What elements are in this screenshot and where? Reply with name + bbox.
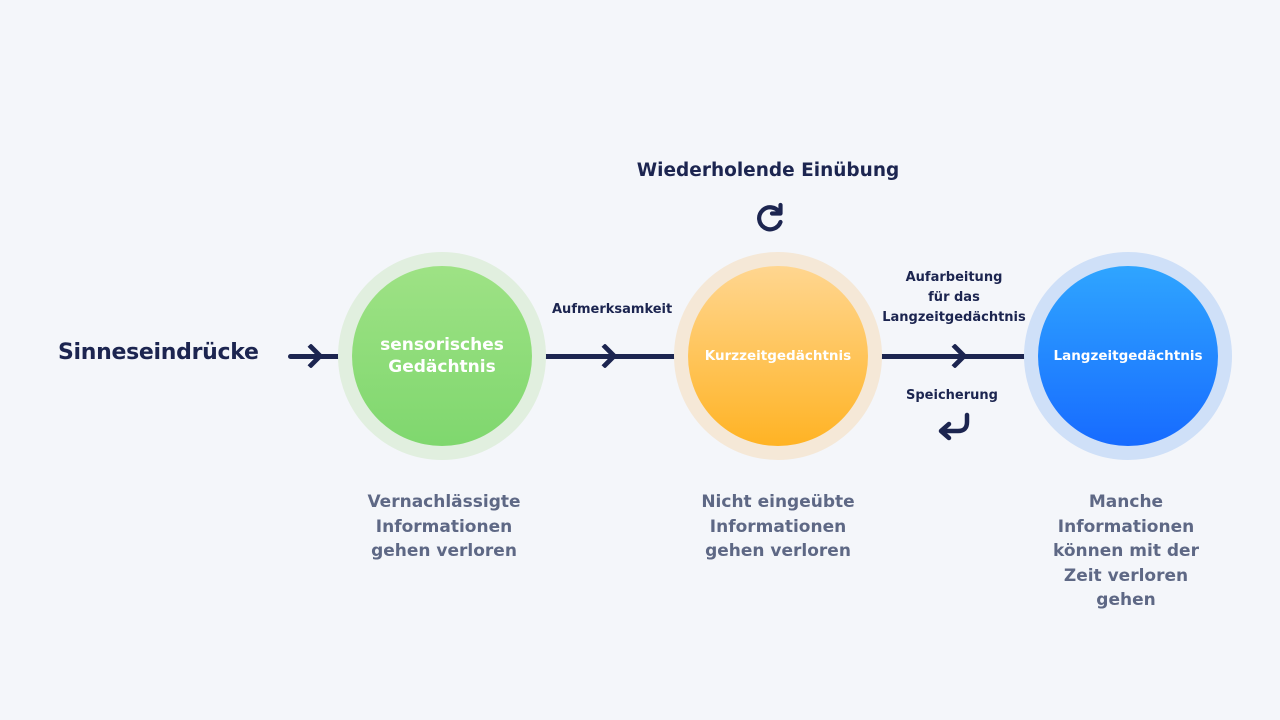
arrow-right-icon (592, 343, 618, 369)
sensory-memory-label-line1: sensorisches (380, 335, 504, 355)
encoding-label-line: Langzeitgedächtnis (882, 310, 1026, 325)
short-term-loss-note: Nicht eingeübte Informationen gehen verl… (668, 490, 888, 564)
encoding-label-line: für das (928, 290, 980, 305)
long-term-memory-circle: Langzeitgedächtnis (1038, 266, 1218, 446)
arrow-right-icon (942, 343, 968, 369)
encoding-label-line: Aufarbeitung (905, 270, 1003, 285)
arrow-right-icon (298, 343, 324, 369)
attention-label: Aufmerksamkeit (552, 302, 673, 317)
short-term-loss-note-line: Nicht eingeübte (701, 492, 855, 512)
sensory-loss-note-line: Informationen (375, 516, 513, 537)
long-term-loss-note-line: Zeit verloren (1063, 565, 1189, 586)
long-term-loss-note-line: können mit der (1053, 541, 1199, 561)
short-term-memory-label: Kurzzeitgedächtnis (704, 348, 852, 364)
short-term-loss-note-line: gehen verloren (705, 541, 851, 561)
long-term-loss-note-line: Manche (1088, 492, 1164, 512)
sensory-loss-note-line: gehen verloren (371, 541, 517, 561)
input-label: Sinneseindrücke (58, 340, 259, 365)
long-term-memory-label: Langzeitgedächtnis (1053, 348, 1203, 364)
retrieval-label: Speicherung (906, 388, 998, 403)
long-term-loss-note-line: Informationen (1057, 516, 1195, 537)
sensory-memory-label-line2: Gedächtnis (388, 357, 496, 377)
flow-line (288, 354, 1040, 359)
refresh-icon (757, 202, 783, 232)
short-term-memory-circle: Kurzzeitgedächtnis (688, 266, 868, 446)
encoding-label: Aufarbeitung für das Langzeitgedächtnis (880, 268, 1028, 328)
sensory-loss-note: Vernachlässigte Informationen gehen verl… (334, 490, 554, 564)
sensory-memory-circle: sensorisches Gedächtnis (352, 266, 532, 446)
rehearsal-label: Wiederholende Einübung (636, 160, 900, 181)
short-term-loss-note-line: Informationen (709, 516, 847, 537)
sensory-loss-note-line: Vernachlässigte (367, 492, 521, 512)
long-term-loss-note-line: gehen (1096, 590, 1156, 610)
long-term-loss-note: Manche Informationen können mit der Zeit… (1016, 490, 1236, 613)
return-arrow-icon (938, 412, 970, 441)
